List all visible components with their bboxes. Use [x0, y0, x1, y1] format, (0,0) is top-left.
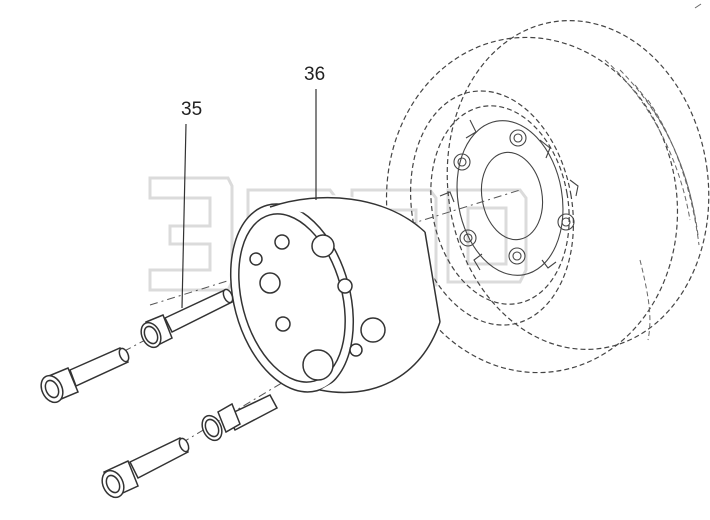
- corner-mark: [694, 3, 702, 9]
- bolt-upper: [140, 288, 234, 349]
- bolt-lower-long: [201, 394, 279, 442]
- spacer-ring-36: [229, 195, 441, 401]
- bolt-middle: [40, 347, 130, 404]
- callout-36: 36: [304, 64, 326, 85]
- bolt-lower: [101, 437, 190, 499]
- leader-lines: [181, 89, 317, 309]
- leader-line-35: [181, 123, 187, 309]
- callout-35: 35: [181, 99, 203, 120]
- hub-face: [439, 119, 579, 276]
